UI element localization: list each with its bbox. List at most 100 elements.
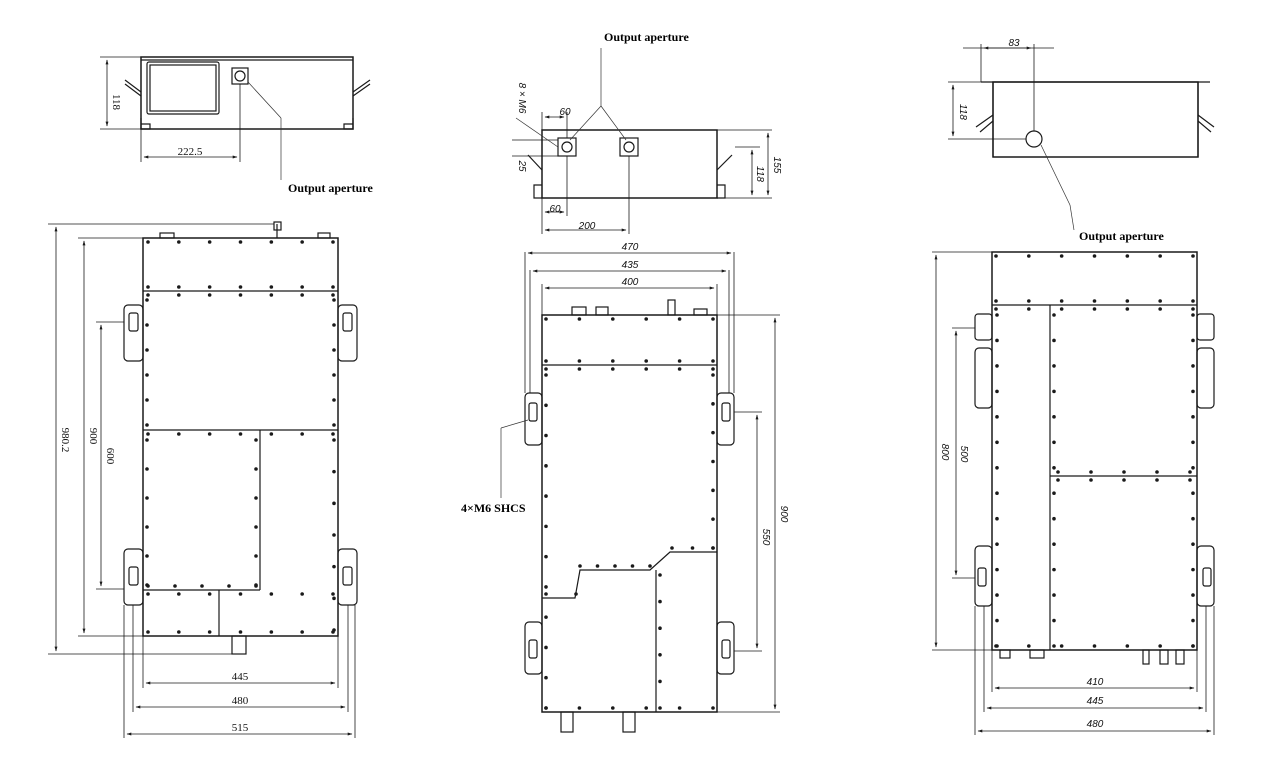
bolt (711, 459, 715, 464)
bolt (1191, 254, 1195, 258)
bolt (332, 423, 336, 427)
bolt (1158, 644, 1162, 648)
bolt (1158, 299, 1162, 303)
bolt (1052, 491, 1056, 496)
bolt (711, 430, 715, 435)
bolt (648, 564, 652, 568)
bolt (690, 546, 695, 550)
bolt (269, 630, 274, 634)
bolt (1191, 516, 1195, 521)
bolt (269, 285, 274, 289)
bolt (145, 423, 149, 427)
output-aperture-label-center: Output aperture (604, 30, 689, 44)
bolt (238, 240, 243, 244)
bolt (1052, 516, 1056, 521)
bolt (269, 240, 274, 244)
center-spacing-200: 200 (578, 221, 596, 232)
bolt (254, 467, 258, 471)
bolt (544, 645, 548, 650)
center-offset-25: 25 (516, 159, 527, 172)
bolt (332, 469, 336, 474)
right-offset-83: 83 (1008, 38, 1020, 49)
center-height-155: 155 (771, 157, 782, 174)
bolt (711, 373, 715, 377)
bolt (544, 615, 548, 619)
output-aperture-label-right: Output aperture (1079, 229, 1164, 243)
left-length-900-dim: 900 (87, 428, 99, 445)
bolt (544, 706, 548, 710)
bolt (332, 323, 336, 327)
center-plan-bolts (544, 317, 715, 710)
center-plan-view (500, 251, 780, 733)
bolt (145, 438, 149, 442)
bolt (332, 398, 336, 402)
bolt (995, 364, 999, 368)
bolt (332, 373, 336, 377)
bolt (1052, 567, 1056, 572)
bolt (300, 285, 304, 289)
bolt (332, 596, 336, 601)
center-width-435: 435 (622, 260, 639, 271)
bolt (711, 706, 715, 710)
bolt (300, 592, 304, 596)
bolt (544, 403, 548, 408)
bolt (544, 359, 548, 363)
bolt (711, 402, 715, 406)
bolt (145, 323, 149, 327)
bolt (644, 359, 648, 363)
bolt (995, 313, 999, 317)
bolt (995, 516, 999, 521)
bolt (1027, 254, 1031, 258)
bolt (1052, 593, 1056, 597)
bolt (332, 501, 336, 506)
bolt (1027, 307, 1031, 311)
bolt (644, 317, 648, 321)
bolt (658, 573, 662, 577)
bolt (995, 338, 999, 343)
bolt (577, 367, 582, 371)
bolt (611, 359, 615, 363)
bolt (995, 465, 999, 470)
bolt (146, 293, 150, 297)
center-width-470: 470 (622, 242, 639, 253)
bolt (677, 317, 682, 321)
bolt (332, 298, 336, 302)
right-length-500: 500 (958, 446, 969, 463)
bolt (1125, 299, 1130, 303)
bolt (173, 584, 177, 588)
left-top-offset-dim: 222.5 (178, 146, 203, 158)
bolt (1191, 299, 1195, 303)
bolt (145, 398, 149, 402)
bolt (574, 592, 578, 596)
bolt (145, 467, 149, 471)
bolt (578, 564, 582, 568)
bolt (332, 438, 336, 442)
bolt (331, 592, 335, 596)
bolt (1191, 567, 1195, 572)
bolt (146, 285, 150, 289)
bolt (611, 367, 615, 371)
left-width-480-dim: 480 (232, 695, 249, 707)
bolt (1191, 307, 1195, 311)
bolt (1191, 338, 1195, 343)
bolt (269, 432, 274, 436)
bolt (630, 564, 635, 568)
bolt (995, 542, 999, 546)
center-width-400: 400 (622, 277, 639, 288)
bolt (1092, 299, 1097, 303)
bolt (711, 367, 715, 371)
bolt (1188, 470, 1192, 474)
bolt (544, 585, 548, 589)
bolt (227, 584, 231, 588)
bolt (332, 348, 336, 352)
bolt (1052, 364, 1056, 368)
bolt (658, 626, 662, 630)
bolt (577, 706, 582, 710)
bolt (331, 285, 335, 289)
bolt (1092, 307, 1097, 311)
bolt (544, 433, 548, 438)
bolt (331, 630, 335, 634)
bolt (1155, 478, 1159, 482)
bolt (146, 630, 150, 634)
bolt (644, 367, 648, 371)
